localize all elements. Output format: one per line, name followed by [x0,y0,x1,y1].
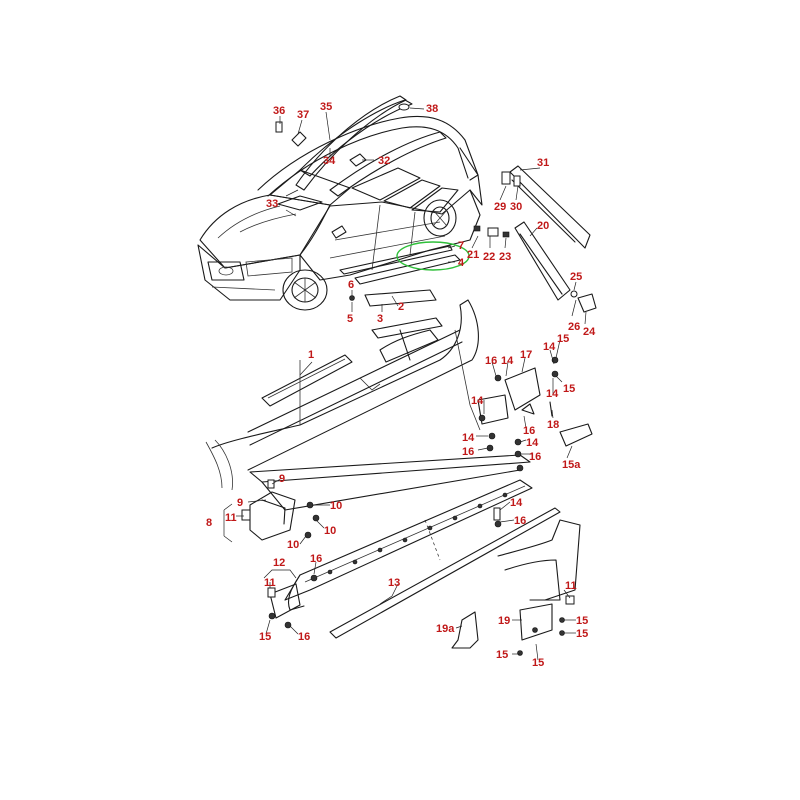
label-16: 16 [310,553,322,565]
sill-plates [261,289,443,407]
label-1: 1 [308,349,314,361]
label-14: 14 [501,355,514,367]
label-10: 10 [330,500,342,512]
label-36: 36 [273,105,285,117]
label-29: 29 [494,201,506,213]
label-24: 24 [583,326,596,338]
label-16: 16 [462,446,474,458]
label-11: 11 [565,580,577,592]
group-brackets [223,503,297,579]
label-19: 19 [498,615,510,627]
label-15: 15 [496,649,508,661]
label-15: 15 [557,333,569,345]
part-number-labels: 36 37 35 38 34 32 33 31 29 30 20 7 21 22… [206,101,596,669]
side-moulding [329,507,561,639]
label-15a: 15a [562,459,581,471]
label-13: 13 [388,577,400,589]
label-20: 20 [537,220,549,232]
label-9: 9 [237,497,243,509]
label-15: 15 [563,383,575,395]
label-4: 4 [458,257,465,269]
bracket-19a [451,611,479,649]
highlight-ellipse [396,241,470,271]
label-26: 26 [568,321,580,333]
label-6: 6 [348,279,354,291]
label-3: 3 [377,313,383,325]
label-7: 7 [458,240,464,252]
label-9: 9 [279,473,285,485]
label-32: 32 [378,155,390,167]
label-10: 10 [287,539,299,551]
label-14: 14 [526,437,539,449]
label-2: 2 [398,301,404,313]
label-8: 8 [206,517,212,529]
rear-arch-bracket [497,519,581,656]
clips-upper [473,225,510,238]
label-15: 15 [532,657,544,669]
label-14: 14 [543,341,556,353]
label-23: 23 [499,251,511,263]
label-19a: 19a [436,623,455,635]
label-34: 34 [323,155,336,167]
label-14: 14 [462,432,475,444]
label-37: 37 [297,109,309,121]
label-10: 10 [324,525,336,537]
sill-trim-strips [339,241,470,285]
label-38: 38 [426,103,438,115]
side-body-panel [205,299,481,491]
roof-parts [275,95,410,211]
label-15: 15 [259,631,271,643]
leader-lines [236,107,587,661]
car-illustration [197,99,483,311]
label-15: 15 [576,615,588,627]
label-16: 16 [529,451,541,463]
label-22: 22 [483,251,495,263]
front-lower-bracket [267,507,502,629]
label-14: 14 [471,395,484,407]
label-16: 16 [298,631,310,643]
label-18: 18 [547,419,559,431]
label-31: 31 [537,157,549,169]
label-12: 12 [273,557,285,569]
label-15: 15 [576,628,588,640]
label-21: 21 [467,249,479,261]
label-16: 16 [514,515,526,527]
label-16: 16 [485,355,497,367]
jacking-bracket [241,479,320,541]
label-16: 16 [523,425,535,437]
label-14: 14 [546,388,559,400]
label-11: 11 [225,512,237,524]
label-30: 30 [510,201,522,213]
label-14: 14 [510,497,523,509]
label-25: 25 [570,271,582,283]
pillar-trims [501,165,597,313]
label-11: 11 [264,577,276,589]
label-35: 35 [320,101,332,113]
label-33: 33 [266,198,278,210]
beam-holes [327,492,508,575]
label-5: 5 [347,313,353,325]
label-17: 17 [520,349,532,361]
